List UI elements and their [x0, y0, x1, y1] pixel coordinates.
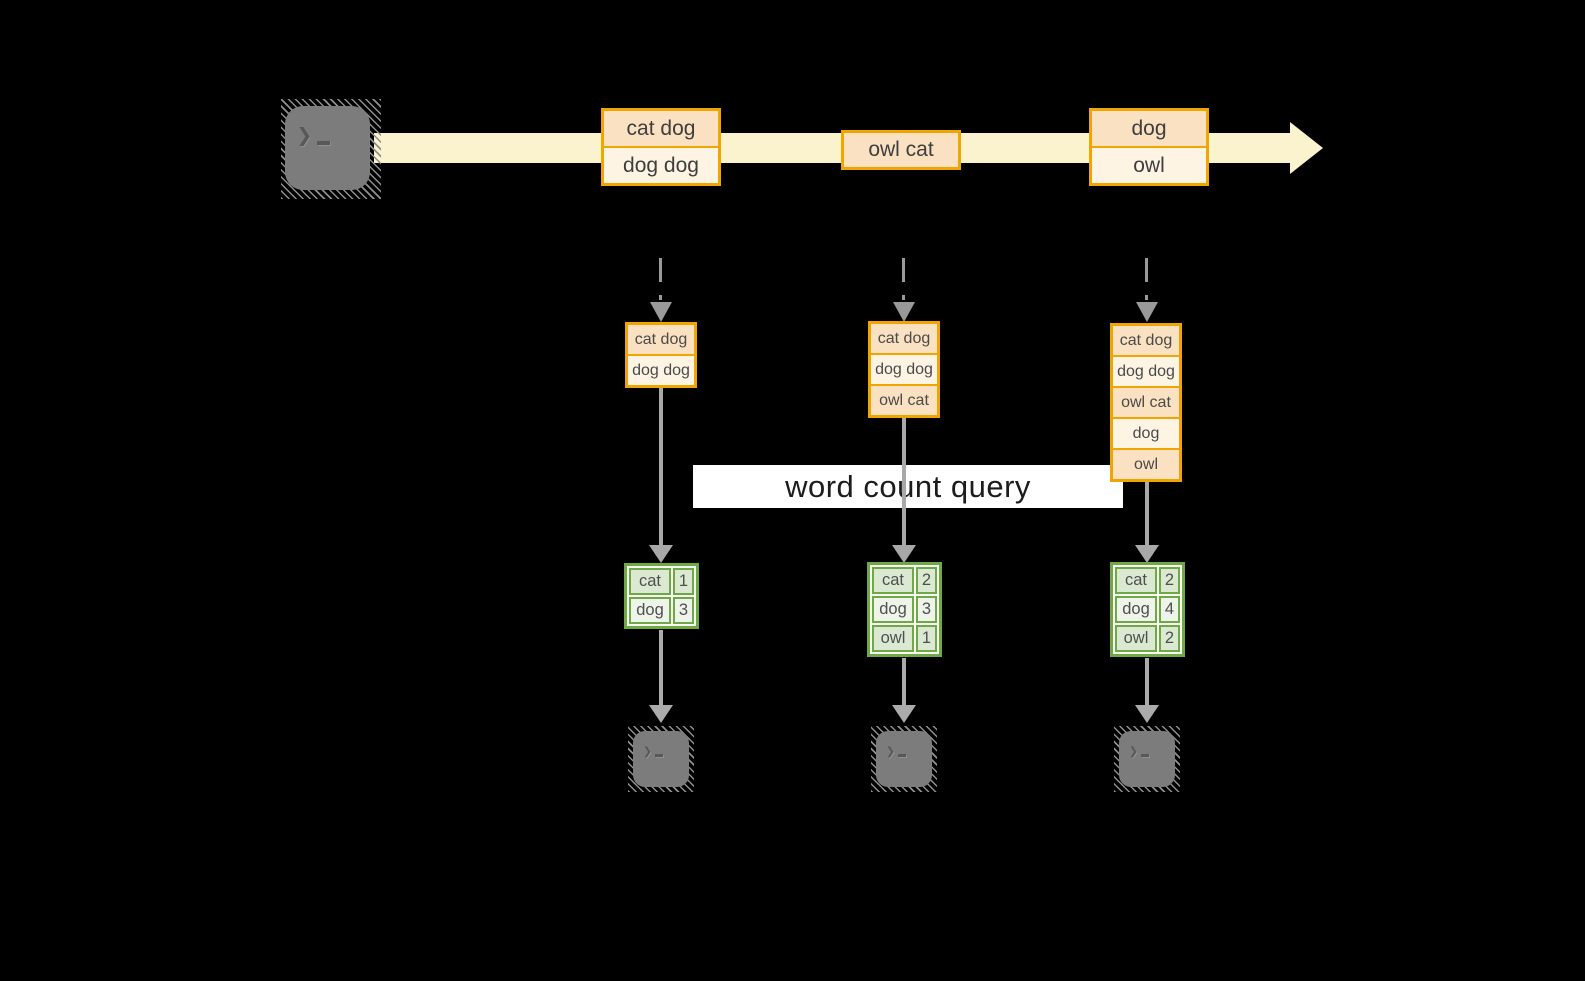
count-cell: 1 — [916, 625, 937, 652]
word-cell: dog — [872, 596, 914, 623]
sink-arrow-shaft — [902, 658, 906, 705]
result-table-2: cat 2 dog 3 owl 1 — [867, 562, 942, 657]
sink-arrow-shaft — [659, 630, 663, 705]
terminal-screen: ❯ — [1119, 731, 1175, 787]
count-cell: 2 — [916, 567, 937, 594]
terminal-prompt-icon: ❯ — [1129, 742, 1150, 760]
query-label-band: word count query — [693, 465, 1123, 508]
buffer-line: dog dog — [1113, 357, 1179, 386]
sink-arrow-shaft — [1145, 658, 1149, 705]
table-row: cat 2 — [872, 567, 937, 594]
word-cell: owl — [1115, 625, 1157, 652]
sink-terminal-icon-2: ❯ — [871, 726, 937, 792]
buffer-line: dog dog — [871, 355, 937, 384]
stream-event: owl cat — [844, 133, 958, 167]
result-table-3: cat 2 dog 4 owl 2 — [1110, 562, 1185, 657]
query-arrow-shaft — [1145, 482, 1149, 545]
count-cell: 3 — [673, 597, 694, 624]
terminal-screen: ❯ — [285, 106, 370, 190]
stream-batch-3: dog owl — [1089, 108, 1209, 186]
stream-event: dog — [1092, 111, 1206, 146]
sink-terminal-icon-1: ❯ — [628, 726, 694, 792]
query-arrow-head — [892, 545, 916, 563]
dashed-arrow-head — [893, 302, 915, 322]
buffer-line: cat dog — [1113, 326, 1179, 355]
terminal-prompt-icon: ❯ — [886, 742, 907, 760]
stream-batch-2: owl cat — [841, 130, 961, 170]
table-row: cat 2 — [1115, 567, 1180, 594]
count-cell: 1 — [673, 568, 694, 595]
stream-event: dog dog — [604, 148, 718, 183]
stream-arrowhead — [1290, 122, 1323, 174]
buffer-line: owl — [1113, 450, 1179, 479]
count-cell: 2 — [1159, 567, 1180, 594]
input-buffer-2: cat dog dog dog owl cat — [868, 321, 940, 418]
input-buffer-3: cat dog dog dog owl cat dog owl — [1110, 323, 1182, 482]
source-terminal-icon: ❯ — [281, 99, 381, 199]
word-cell: owl — [872, 625, 914, 652]
count-cell: 4 — [1159, 596, 1180, 623]
buffer-line: cat dog — [871, 324, 937, 353]
stream-batch-1: cat dog dog dog — [601, 108, 721, 186]
query-arrow-shaft — [659, 386, 663, 545]
terminal-prompt-icon: ❯ — [643, 742, 664, 760]
table-row: cat 1 — [629, 568, 694, 595]
sink-arrow-head — [649, 705, 673, 723]
dashed-arrow-shaft — [659, 258, 662, 300]
dashed-arrow-shaft — [902, 258, 905, 300]
sink-terminal-icon-3: ❯ — [1114, 726, 1180, 792]
word-cell: dog — [629, 597, 671, 624]
table-row: owl 2 — [1115, 625, 1180, 652]
dashed-arrow-shaft — [1145, 258, 1148, 300]
word-cell: cat — [1115, 567, 1157, 594]
table-row: owl 1 — [872, 625, 937, 652]
table-row: dog 3 — [629, 597, 694, 624]
word-cell: dog — [1115, 596, 1157, 623]
query-label: word count query — [785, 468, 1031, 504]
terminal-prompt-icon: ❯ — [297, 121, 331, 151]
sink-arrow-head — [892, 705, 916, 723]
result-table-1: cat 1 dog 3 — [624, 563, 699, 629]
count-cell: 2 — [1159, 625, 1180, 652]
table-row: dog 4 — [1115, 596, 1180, 623]
query-arrow-head — [649, 545, 673, 563]
stream-event: cat dog — [604, 111, 718, 146]
stream-event: owl — [1092, 148, 1206, 183]
sink-arrow-head — [1135, 705, 1159, 723]
terminal-screen: ❯ — [633, 731, 689, 787]
buffer-line: owl cat — [871, 386, 937, 415]
word-cell: cat — [872, 567, 914, 594]
input-buffer-1: cat dog dog dog — [625, 322, 697, 388]
query-arrow-head — [1135, 545, 1159, 563]
dashed-arrow-head — [1136, 302, 1158, 322]
buffer-line: owl cat — [1113, 388, 1179, 417]
table-row: dog 3 — [872, 596, 937, 623]
buffer-line: cat dog — [628, 325, 694, 354]
buffer-line: dog — [1113, 419, 1179, 448]
query-arrow-shaft — [902, 415, 906, 545]
count-cell: 3 — [916, 596, 937, 623]
word-cell: cat — [629, 568, 671, 595]
buffer-line: dog dog — [628, 356, 694, 385]
terminal-screen: ❯ — [876, 731, 932, 787]
dashed-arrow-head — [650, 302, 672, 322]
